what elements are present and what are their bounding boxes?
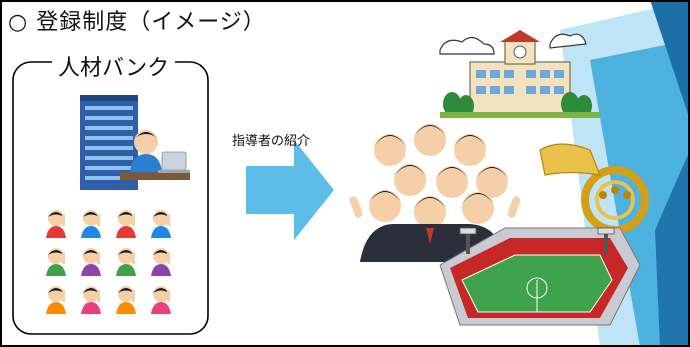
arrow-right-icon	[246, 140, 334, 240]
school-building-icon	[439, 30, 600, 118]
volunteer-people-grid-icon	[46, 210, 171, 314]
arrow-label: 指導者の紹介	[232, 134, 311, 149]
talent-bank-label: 人材バンク	[52, 50, 176, 82]
slide-title: ○ 登録制度（イメージ）	[8, 10, 266, 35]
soccer-stadium-icon	[439, 227, 641, 326]
teacher-at-laptop-icon	[120, 130, 190, 180]
